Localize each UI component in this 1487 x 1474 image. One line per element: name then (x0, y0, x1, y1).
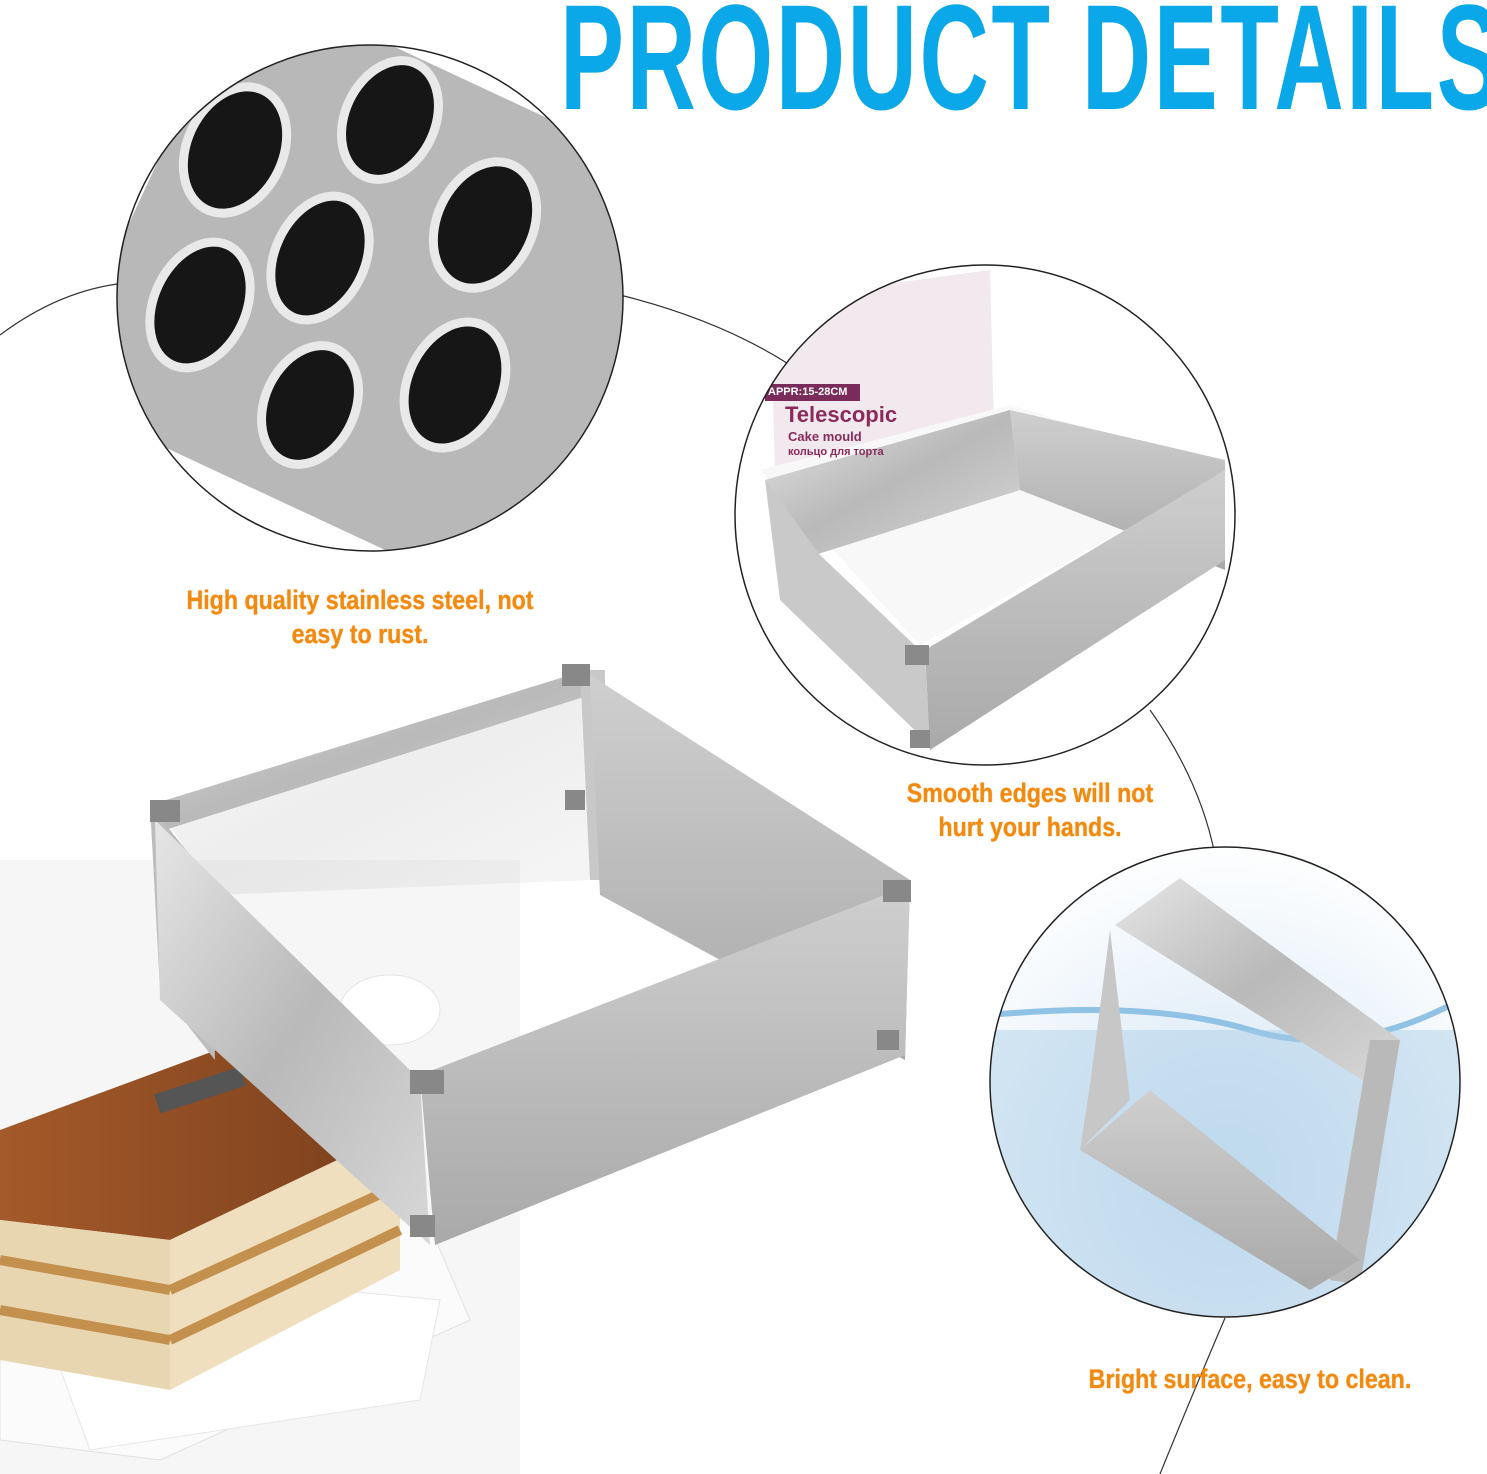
connector-lines (0, 282, 1226, 1474)
page-title: PRODUCT DETAILS (560, 0, 1487, 141)
feature-caption-bright-surface: Bright surface, easy to clean. (1035, 1362, 1465, 1396)
caption-line: hurt your hands. (938, 812, 1122, 842)
steel-tubes-closeup (117, 45, 623, 551)
caption-line: High quality stainless steel, not (186, 585, 534, 615)
caption-line: Bright surface, easy to clean. (1088, 1364, 1412, 1394)
feature-caption-smooth-edges: Smooth edges will not hurt your hands. (858, 776, 1202, 844)
package-size-label: APPR:15-28CM (768, 386, 848, 398)
package-russian-text: кольцо для торта (788, 446, 884, 458)
package-name: Telescopic (785, 402, 898, 427)
main-cake-ring (150, 664, 911, 1245)
caption-line: Smooth edges will not (906, 778, 1154, 808)
package-subtitle: Cake mould (788, 429, 862, 444)
caption-line: easy to rust. (291, 619, 429, 649)
feature-caption-stainless: High quality stainless steel, not easy t… (145, 583, 575, 651)
smooth-edges-closeup (735, 265, 1235, 765)
bright-surface-closeup (990, 847, 1460, 1317)
